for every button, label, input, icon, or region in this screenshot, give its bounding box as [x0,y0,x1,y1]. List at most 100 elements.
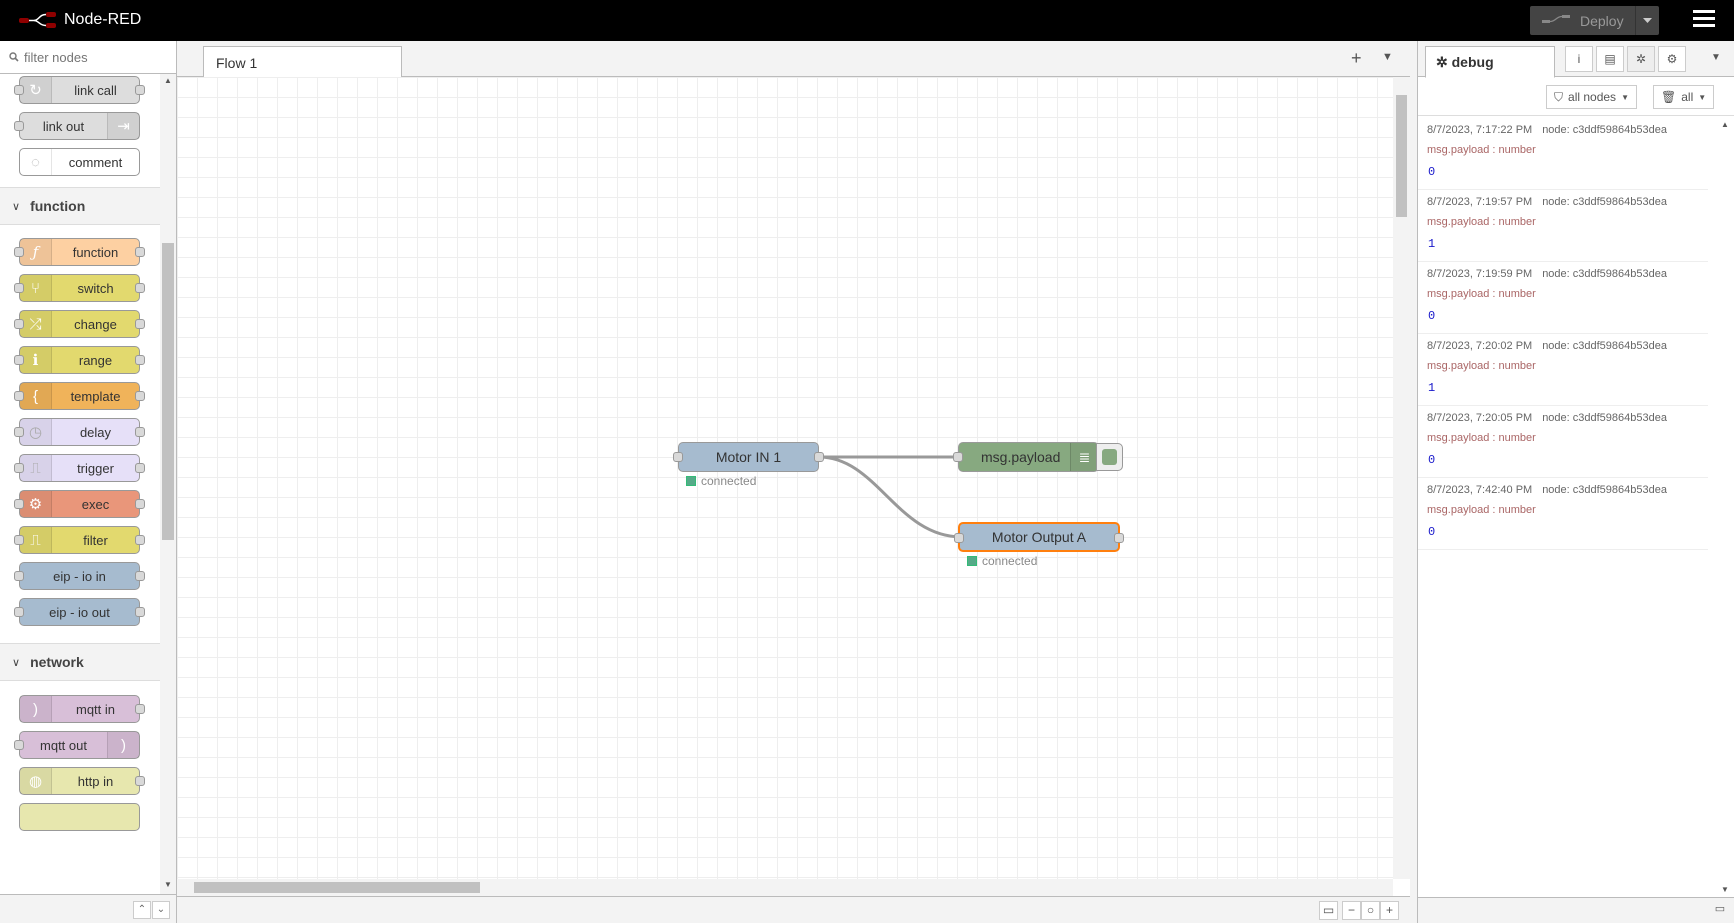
scroll-down-arrow-icon[interactable]: ▼ [1721,885,1729,894]
palette-node-change[interactable]: ⤮ change [14,310,145,338]
debug-message[interactable]: 8/7/2023, 7:42:40 PM node: c3ddf59864b53d… [1418,478,1708,550]
input-port [14,85,24,95]
message-topic: msg.payload : number [1427,144,1536,156]
palette-node-trigger[interactable]: ⎍ trigger [14,454,145,482]
tab-debug[interactable]: ✲ debug [1425,46,1555,78]
debug-toolbar: ⛉ all nodes ▼ 🗑 all ▼ [1418,77,1734,116]
scroll-up-arrow-icon[interactable]: ▲ [164,76,172,85]
palette-node-eip-io-in[interactable]: eip - io in [14,562,145,590]
palette-node-switch[interactable]: ⑂ switch [14,274,145,302]
sidebar-separator[interactable] [1410,41,1417,923]
palette-node-filter[interactable]: ⎍ filter [14,526,145,554]
bug-icon: ✲ [1436,54,1448,70]
flow-node-motor-output-a[interactable]: Motor Output A [954,522,1124,552]
message-timestamp: 8/7/2023, 7:42:40 PM [1427,484,1533,496]
message-node-id[interactable]: node: c3ddf59864b53dea [1542,484,1667,496]
filter-nodes-input[interactable] [24,49,164,65]
trigger-icon: ⎍ [20,455,52,481]
zoom-in-button[interactable]: + [1380,901,1399,920]
tab-label: debug [1451,54,1494,70]
open-debug-window-button[interactable]: ▭ [1711,902,1729,920]
scrollbar-thumb[interactable] [1396,95,1407,217]
output-port [135,463,145,473]
canvas-horizontal-scrollbar[interactable] [177,879,1393,896]
info-tab-button[interactable]: i [1565,46,1593,72]
zoom-reset-button[interactable]: ○ [1361,901,1380,920]
message-topic: msg.payload : number [1427,360,1536,372]
function-icon: ƒ [20,239,52,265]
gear-icon: ⚙ [20,491,52,517]
message-node-id[interactable]: node: c3ddf59864b53dea [1542,196,1667,208]
output-port [135,85,145,95]
debug-message[interactable]: 8/7/2023, 7:19:59 PM node: c3ddf59864b53d… [1418,262,1708,334]
clear-messages-button[interactable]: 🗑 all ▼ [1653,85,1715,109]
deploy-button[interactable]: Deploy [1530,6,1659,35]
config-tab-button[interactable]: ⚙ [1658,46,1686,72]
message-timestamp: 8/7/2023, 7:19:59 PM [1427,268,1533,280]
palette-node-range[interactable]: ℹ range [14,346,145,374]
input-port[interactable] [954,533,964,543]
collapse-all-button[interactable]: ⌃ [133,901,151,919]
palette-node-eip-io-out[interactable]: eip - io out [14,598,145,626]
help-tab-button[interactable]: ▤ [1596,46,1624,72]
input-port [14,247,24,257]
palette-scrollbar[interactable]: ▲ ▼ [160,74,176,894]
message-node-id[interactable]: node: c3ddf59864b53dea [1542,340,1667,352]
palette-node-mqtt-out[interactable]: mqtt out ) [14,731,140,759]
expand-all-button[interactable]: ⌄ [152,901,170,919]
input-port [14,355,24,365]
message-node-id[interactable]: node: c3ddf59864b53dea [1542,412,1667,424]
palette-node-partial[interactable] [19,803,140,831]
output-port[interactable] [1114,533,1124,543]
sidebar-menu-button[interactable]: ▼ [1711,52,1721,63]
message-node-id[interactable]: node: c3ddf59864b53dea [1542,268,1667,280]
palette-node-mqtt-in[interactable]: ) mqtt in [19,695,145,723]
category-title: network [30,654,84,670]
scrollbar-thumb[interactable] [194,882,480,893]
flow-list-menu-button[interactable]: ▼ [1382,51,1393,63]
canvas-vertical-scrollbar[interactable] [1393,77,1410,879]
flow-node-motor-in-1[interactable]: Motor IN 1 [673,442,824,472]
zoom-out-button[interactable]: − [1342,901,1361,920]
node-label: http in [77,773,114,789]
debug-toggle-button[interactable] [1096,443,1123,471]
palette-node-link-out[interactable]: link out ⇥ [14,112,140,140]
input-port [14,499,24,509]
add-flow-button[interactable]: + [1351,48,1362,69]
flow-node-msg-payload[interactable]: msg.payload ≣ [953,442,1099,472]
palette-node-template[interactable]: { template [14,382,145,410]
filter-nodes-select[interactable]: ⛉ all nodes ▼ [1546,85,1637,109]
category-network[interactable]: ∨ network [0,643,160,681]
output-port[interactable] [814,452,824,462]
category-function[interactable]: ∨ function [0,187,160,225]
input-port[interactable] [673,452,683,462]
palette-filter[interactable] [0,41,176,74]
palette-node-comment[interactable]: ◌ comment [19,148,140,176]
wire-motor-in-to-motor-output[interactable] [818,455,963,539]
palette-node-delay[interactable]: ◷ delay [14,418,145,446]
scroll-down-arrow-icon[interactable]: ▼ [164,880,172,889]
debug-scrollbar[interactable]: ▲ ▼ [1718,118,1734,898]
palette-node-link-call[interactable]: ↻ link call [14,76,145,104]
input-port[interactable] [953,452,963,462]
palette-node-http-in[interactable]: ◍ http in [19,767,145,795]
palette-scrollbar-thumb[interactable] [162,243,174,540]
workspace-footer: ▭ − ○ + [177,896,1410,923]
navigator-map-button[interactable]: ▭ [1319,901,1338,920]
deploy-menu-caret[interactable] [1635,6,1659,35]
scroll-up-arrow-icon[interactable]: ▲ [1721,120,1729,129]
node-label: eip - io out [49,604,110,620]
plus-icon: + [1351,48,1362,68]
palette-node-function[interactable]: ƒ function [14,238,145,266]
palette-node-exec[interactable]: ⚙ exec [14,490,145,518]
main-menu-button[interactable] [1693,10,1715,30]
flow-canvas[interactable]: Motor IN 1 connected msg.payload ≣ Motor… [177,77,1393,879]
output-port [135,607,145,617]
message-node-id[interactable]: node: c3ddf59864b53dea [1542,124,1667,136]
debug-tab-button[interactable]: ✲ [1627,46,1655,72]
tab-flow-1[interactable]: Flow 1 [203,46,402,78]
